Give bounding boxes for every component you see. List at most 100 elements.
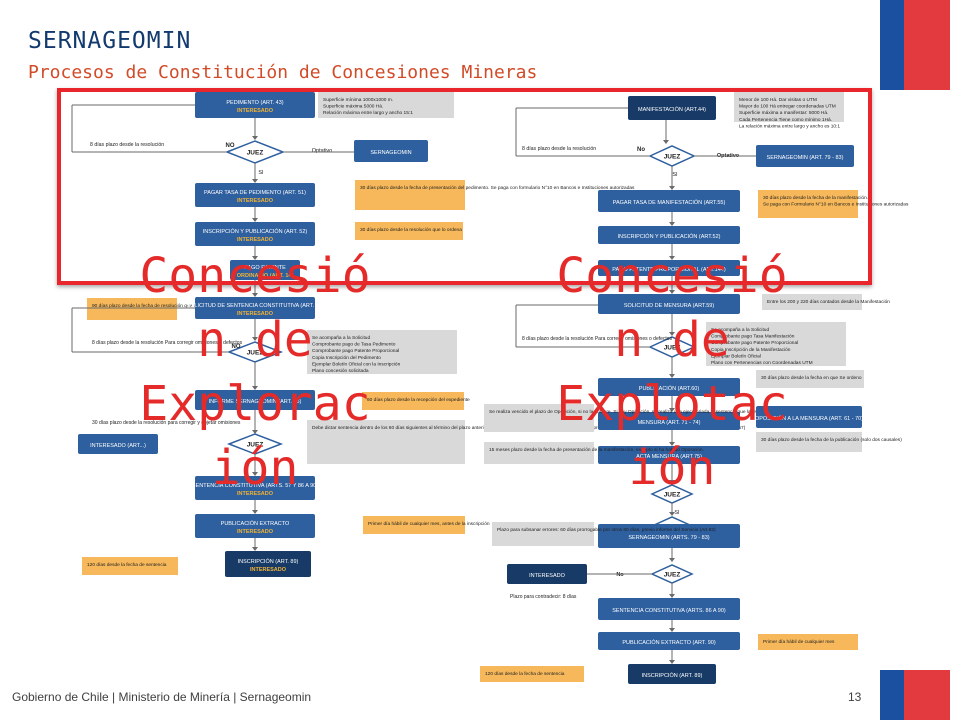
- process-box-sublabel: INTERESADO: [237, 108, 274, 114]
- process-box: [628, 96, 716, 120]
- process-box-label: INTERESADO (ART...): [90, 443, 146, 449]
- process-box-sublabel: ORDINARIO (ART. 14): [237, 273, 294, 279]
- note-box: [484, 404, 594, 432]
- decision-diamond: [650, 564, 694, 584]
- note-line: 30 días plazo desde la fecha en que Se o…: [761, 375, 862, 381]
- connector-arrow: [669, 594, 675, 598]
- overlay-line: ión: [211, 440, 299, 496]
- process-box-label: MENSURA (ART. 71 - 74): [638, 420, 701, 426]
- note-line: La relación máxima entre largo y ancho e…: [739, 123, 840, 129]
- connector-arrow: [252, 472, 258, 476]
- process-box-label: INSCRIPCIÓN Y PUBLICACIÓN (ART. 52): [203, 228, 308, 235]
- process-box-sublabel: INTERESADO: [250, 567, 287, 573]
- flow-text: 8 días plazo desde la resolución Para co…: [522, 336, 673, 342]
- process-box: [598, 378, 740, 396]
- process-box-label: SERNAGEOMIN (ART. 79 - 83): [767, 155, 844, 161]
- note-line: 15 meses plazo desde la fecha de present…: [489, 447, 704, 453]
- process-box-label: ACTA MENSURA (ART.75): [636, 454, 702, 460]
- note-box: [87, 298, 177, 320]
- process-box: [195, 476, 315, 500]
- decision-label: JUEZ: [664, 154, 681, 161]
- flow-text: 30 días plazo desde la resolución para c…: [92, 420, 241, 426]
- connector-arrow: [252, 179, 258, 183]
- note-line: Primer día hábil de cualquier mes: [763, 639, 835, 645]
- note-box: [484, 442, 594, 464]
- process-box-label: PUBLICACIÓN EXTRACTO (ART. 90): [622, 639, 715, 646]
- note-box: [318, 92, 454, 118]
- note-line: 90 días plazo desde la fecha de resoluci…: [92, 303, 249, 309]
- process-box: [598, 190, 740, 212]
- flag-blue-stripe: [880, 670, 904, 720]
- flow-text: 8 días plazo desde la resolución: [90, 142, 164, 148]
- flow-text: 8 días plazo desde la resolución: [522, 146, 596, 152]
- flag-bottom-logo: [880, 670, 950, 720]
- connector-arrow: [252, 337, 258, 341]
- flag-red-stripe: [904, 670, 950, 720]
- highlight-frame: [57, 88, 872, 285]
- process-box: [598, 446, 740, 464]
- note-line: Se acompaña a la Solicitud: [711, 327, 769, 333]
- note-box: [758, 190, 858, 218]
- note-line: 30 días plazo desde la fecha de la publi…: [761, 437, 902, 443]
- decision-diamond: [226, 341, 284, 363]
- connector-arrow: [669, 628, 675, 632]
- note-line: Plazo para subsanar errores: 60 días pro…: [497, 527, 716, 533]
- note-box: [307, 420, 465, 464]
- note-box: [762, 294, 862, 310]
- note-line: 30 días plazo desde la resolución que lo…: [360, 227, 462, 233]
- note-line: Se paga con Formulario N°10 en Bancos e …: [763, 202, 909, 208]
- connector-arrow: [669, 408, 675, 412]
- flow-text: SI: [672, 172, 678, 178]
- process-box: [598, 632, 740, 650]
- connector-arrow: [669, 256, 675, 260]
- note-box: [756, 432, 862, 452]
- note-line: Copia Inscripción de la Manifestación: [711, 347, 791, 353]
- overlay-explotacion: Concesió n de Explotac ión: [517, 244, 827, 500]
- flag-top-logo: [880, 0, 950, 90]
- note-line: Entre los 200 y 220 días contados desde …: [767, 299, 890, 305]
- connector-arrow: [669, 442, 675, 446]
- note-line: Superficie mínima 1000x1000 m.: [323, 97, 393, 103]
- process-box: [225, 551, 311, 577]
- flag-red-stripe: [904, 0, 950, 90]
- note-line: Menor de 100 Há. Dar visitas o UTM: [739, 97, 817, 103]
- note-box: [82, 557, 178, 575]
- connector-arrow: [663, 140, 669, 144]
- flow-text: 8 días plazo desde la resolución Para co…: [92, 340, 243, 346]
- page-number: 13: [848, 690, 862, 704]
- page-subtitle: Procesos de Constitución de Concesiones …: [28, 62, 538, 83]
- process-box: [598, 260, 740, 276]
- process-box: [354, 140, 428, 162]
- note-line: Superficie máxima a manifestar: 5000 Há.: [739, 110, 828, 116]
- note-line: 120 días desde la fecha de sentencia: [87, 562, 167, 568]
- decision-diamond: [648, 336, 696, 358]
- process-box: [195, 222, 315, 246]
- note-line: Cada Pertenencia Tiene como mínimo 1Há.: [739, 117, 832, 123]
- connector-arrow: [669, 512, 675, 516]
- process-box-label: SENTENCIA CONSTITUTIVA (ARTS. 86 A 90): [612, 608, 726, 614]
- process-box: [598, 294, 740, 314]
- process-box-label: INSCRIPCIÓN (ART. 89): [238, 558, 299, 565]
- process-box: [195, 92, 315, 118]
- connector-arrow: [669, 374, 675, 378]
- overlay-line: ión: [628, 440, 716, 496]
- connector-arrow: [252, 386, 258, 390]
- decision-diamond: [650, 484, 694, 504]
- process-box: [78, 434, 158, 454]
- process-box-label: PUBLICACIÓN (ART.60): [639, 385, 700, 392]
- note-line: Plano con Pertenencias con Coordenadas U…: [711, 360, 813, 366]
- flow-text: SI: [258, 170, 264, 176]
- note-line: 30 días plazo desde la fecha de la manif…: [763, 195, 868, 201]
- note-box: [480, 666, 584, 682]
- flow-text: Optativo: [312, 148, 332, 154]
- process-box: [628, 664, 716, 684]
- note-line: Primer día hábil de cualquier mes, antes…: [368, 521, 490, 527]
- process-box-sublabel: INTERESADO: [237, 529, 274, 535]
- process-box-label: INTERESADO: [529, 573, 565, 579]
- overlay-line: Explotac: [556, 376, 788, 432]
- overlay-line: Concesió: [139, 248, 371, 304]
- note-line: Plano concesión solicitada: [312, 368, 369, 374]
- connector-arrow: [669, 290, 675, 294]
- process-box-label: INSCRIPCIÓN Y PUBLICACIÓN (ART.52): [618, 233, 721, 240]
